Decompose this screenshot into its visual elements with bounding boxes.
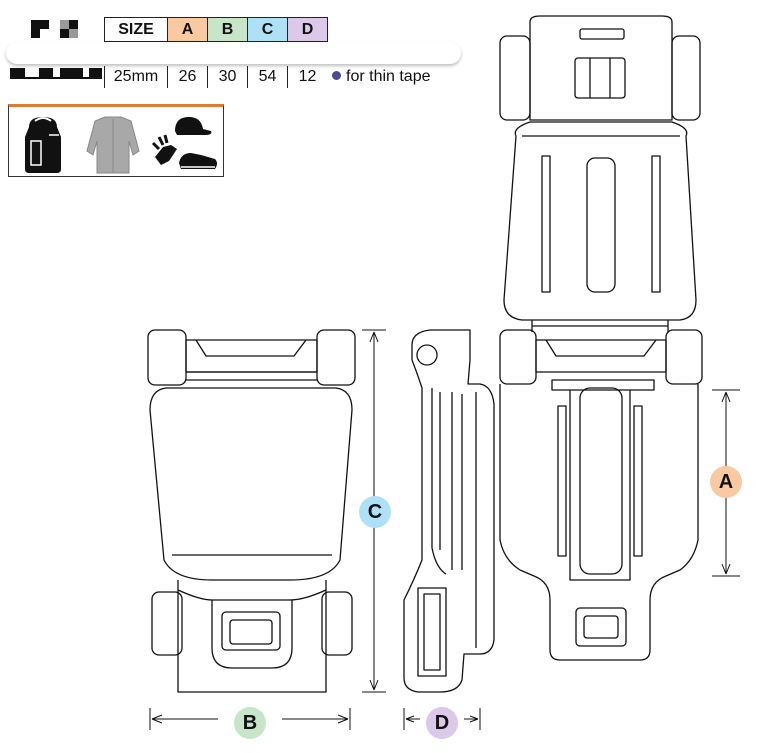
front-view [147, 329, 356, 693]
dimension-marker-a: A [710, 466, 742, 498]
size-table-values: 25mm 26 30 54 12 [104, 66, 327, 88]
size-header-b: B [207, 17, 248, 42]
backpack-icon [25, 117, 61, 173]
size-table-header: SIZE A B C D [104, 17, 328, 42]
size-header-a: A [167, 17, 208, 42]
usage-icons-box [8, 104, 224, 177]
logo-square [69, 20, 78, 29]
thin-tape-note: for thin tape [332, 68, 431, 86]
dimension-marker-b: B [234, 707, 266, 739]
size-header-d: D [287, 17, 328, 42]
size-value-a: 26 [167, 66, 208, 88]
logo-square [31, 20, 40, 29]
open-view [499, 15, 703, 661]
note-text: for thin tape [346, 68, 431, 85]
size-value-b: 30 [207, 66, 248, 88]
side-view [403, 329, 495, 693]
size-value: 25mm [104, 66, 168, 88]
cap-and-glove-icon [151, 117, 217, 169]
size-header: SIZE [104, 17, 168, 42]
dimension-marker-c: C [359, 496, 391, 528]
logo-square [60, 29, 69, 38]
logo-square [31, 29, 40, 38]
logo-square [69, 29, 78, 38]
size-value-c: 54 [247, 66, 288, 88]
logo-square [60, 20, 69, 29]
logo-square [40, 20, 49, 29]
size-header-c: C [247, 17, 288, 42]
dimension-marker-d: D [426, 707, 458, 739]
jacket-icon [86, 116, 140, 174]
size-value-d: 12 [287, 66, 327, 88]
note-dot [332, 71, 341, 80]
table-divider [6, 42, 461, 64]
